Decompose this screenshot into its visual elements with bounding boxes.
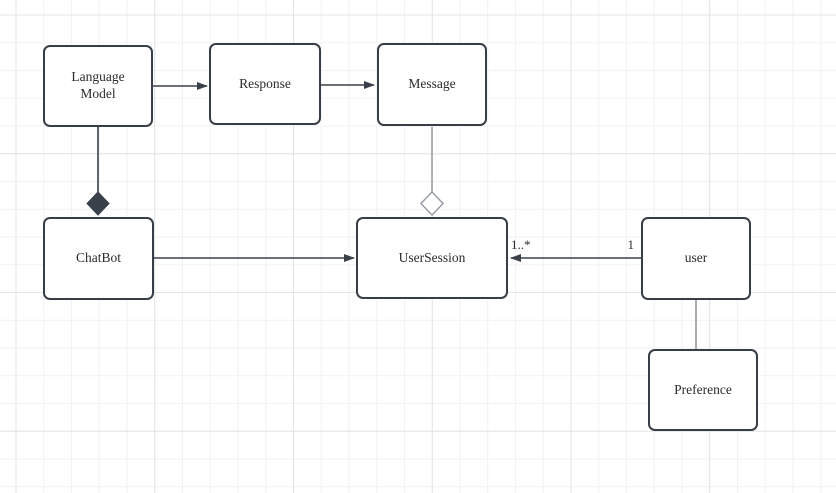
node-response[interactable]: Response [209, 43, 321, 125]
node-usersession-label: UserSession [398, 249, 466, 265]
multiplicity-target-label: 1..* [511, 237, 531, 252]
node-language-model-label: Language Model [71, 69, 125, 101]
composition-diamond-icon [86, 191, 110, 216]
node-message-label: Message [408, 76, 456, 92]
node-user-label: user [684, 250, 708, 266]
multiplicity-source-label: 1 [628, 237, 635, 252]
node-chatbot-label: ChatBot [75, 250, 121, 266]
edge-message-usersession-aggregation[interactable] [419, 127, 445, 217]
node-message[interactable]: Message [377, 43, 487, 126]
node-preference[interactable]: Preference [648, 349, 758, 431]
edge-languagemodel-chatbot-composition[interactable] [86, 127, 110, 216]
node-response-label: Response [239, 75, 291, 91]
aggregation-diamond-icon [419, 190, 445, 217]
node-preference-label: Preference [674, 381, 732, 397]
node-language-model[interactable]: Language Model [43, 45, 153, 127]
node-chatbot[interactable]: ChatBot [43, 217, 154, 300]
node-user[interactable]: user [641, 217, 751, 300]
node-usersession[interactable]: UserSession [356, 217, 508, 299]
